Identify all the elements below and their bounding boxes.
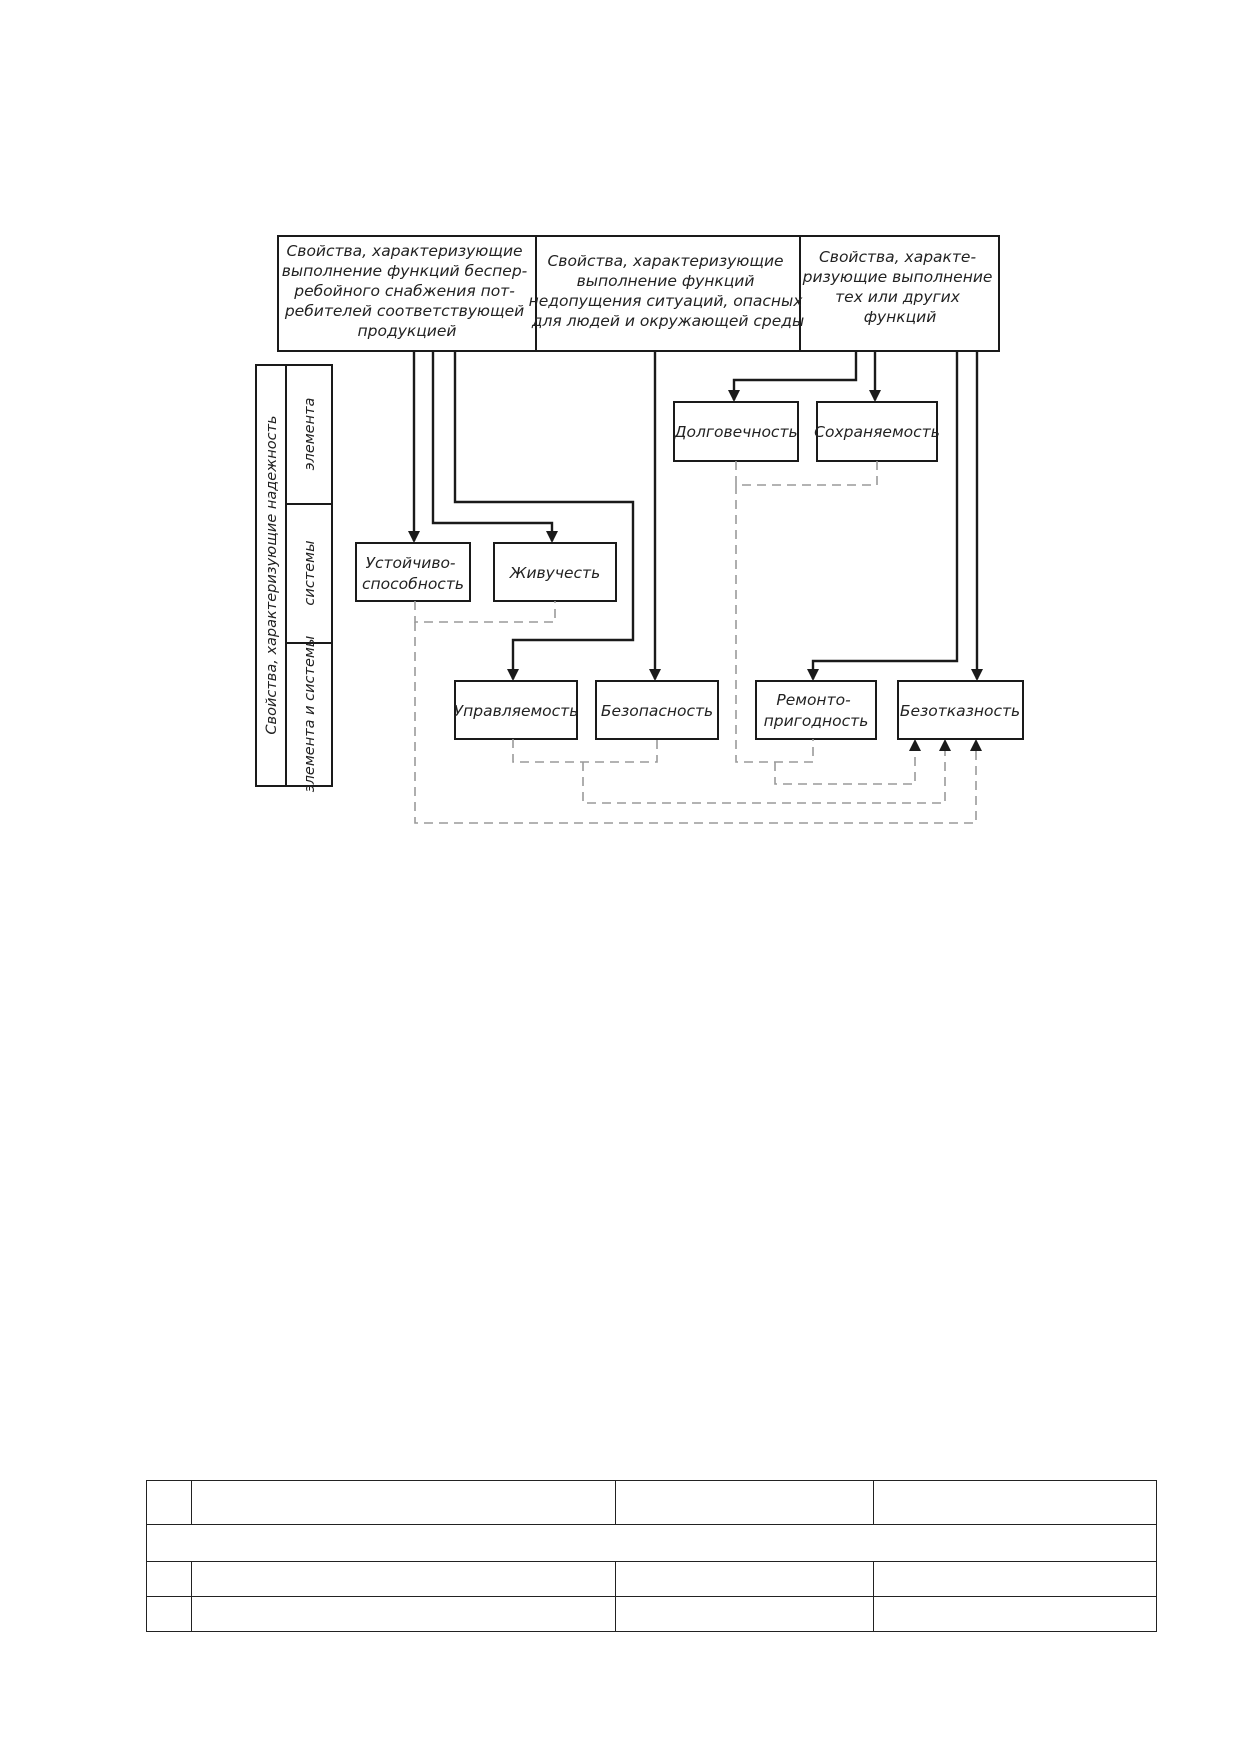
box-zhivuchest	[493, 542, 617, 602]
table-cell	[873, 1480, 1157, 1525]
arrowhead-2	[939, 739, 951, 751]
empty-table	[146, 1480, 1157, 1632]
level-box-element	[285, 364, 333, 505]
label-ustoichivosposobnost: Устойчиво- способность	[362, 554, 464, 593]
header-text-3: Свойства, характе- ризующие выполнение т…	[802, 248, 998, 326]
reliability-diagram: Свойства, характеризующие выполнение фун…	[255, 235, 1024, 824]
table-row	[146, 1480, 1157, 1525]
dash-ustoich-zhivuch	[414, 601, 556, 623]
header-text-1: Свойства, характеризующие выполнение фун…	[282, 242, 532, 340]
table-cell	[146, 1561, 192, 1597]
label-bezotkaznost: Безотказность	[900, 702, 1020, 720]
label-upravlyaemost: Управляемость	[454, 702, 579, 720]
side-label-box	[255, 364, 287, 787]
table-row	[146, 1524, 1157, 1562]
dash-to-bezotkaznost-2	[582, 745, 946, 804]
header-text-2: Свойства, характеризующие выполнение фун…	[529, 252, 808, 330]
dash-to-bezotkaznost-1	[774, 745, 916, 785]
table-cell	[191, 1480, 616, 1525]
arrowhead-1	[909, 739, 921, 751]
table-row	[146, 1561, 1157, 1597]
box-bezotkaznost	[897, 680, 1024, 740]
table-cell	[146, 1596, 192, 1632]
level-label-element: элемента	[302, 398, 318, 471]
level-box-element-system	[285, 642, 333, 787]
label-zhivuchest: Живучесть	[509, 564, 600, 582]
arrowhead-3	[970, 739, 982, 751]
table-cell	[146, 1524, 1157, 1562]
box-remontoprigodnost	[755, 680, 877, 740]
arrow-to-zhivuchest	[431, 351, 558, 543]
table-cell	[191, 1596, 616, 1632]
table-row	[146, 1596, 1157, 1632]
box-upravlyaemost	[454, 680, 578, 740]
table-cell	[191, 1561, 616, 1597]
header-box-3	[799, 235, 1000, 352]
header-box-1	[277, 235, 537, 352]
table-cell	[873, 1596, 1157, 1632]
level-label-element-system: элемента и системы	[302, 636, 318, 793]
dash-dolgov-sohran	[735, 461, 878, 486]
label-sohranyaemost: Сохраняемость	[814, 423, 940, 441]
box-ustoichivosposobnost	[355, 542, 471, 602]
box-bezopasnost	[595, 680, 719, 740]
header-box-2	[535, 235, 801, 352]
table-cell	[146, 1480, 192, 1525]
dash-upravl-bezopas	[512, 739, 658, 763]
level-label-system: системы	[302, 540, 318, 605]
table-cell	[615, 1561, 874, 1597]
label-dolgovechnost: Долговечность	[673, 423, 797, 441]
table-cell	[615, 1596, 874, 1632]
level-box-system	[285, 503, 333, 644]
table-cell	[873, 1561, 1157, 1597]
box-sohranyaemost	[816, 401, 938, 462]
arrow-to-dolgovechnost	[728, 351, 858, 402]
label-remontoprigodnost: Ремонто- пригодность	[764, 691, 869, 730]
label-bezopasnost: Безопасность	[601, 702, 713, 720]
side-label: Свойства, характеризующие надежность	[264, 415, 280, 734]
arrow-to-upravlyaemost	[453, 351, 635, 681]
table-cell	[615, 1480, 874, 1525]
arrow-to-remontoprigodnost	[807, 351, 959, 681]
dash-to-bezotkaznost-3	[414, 622, 977, 824]
